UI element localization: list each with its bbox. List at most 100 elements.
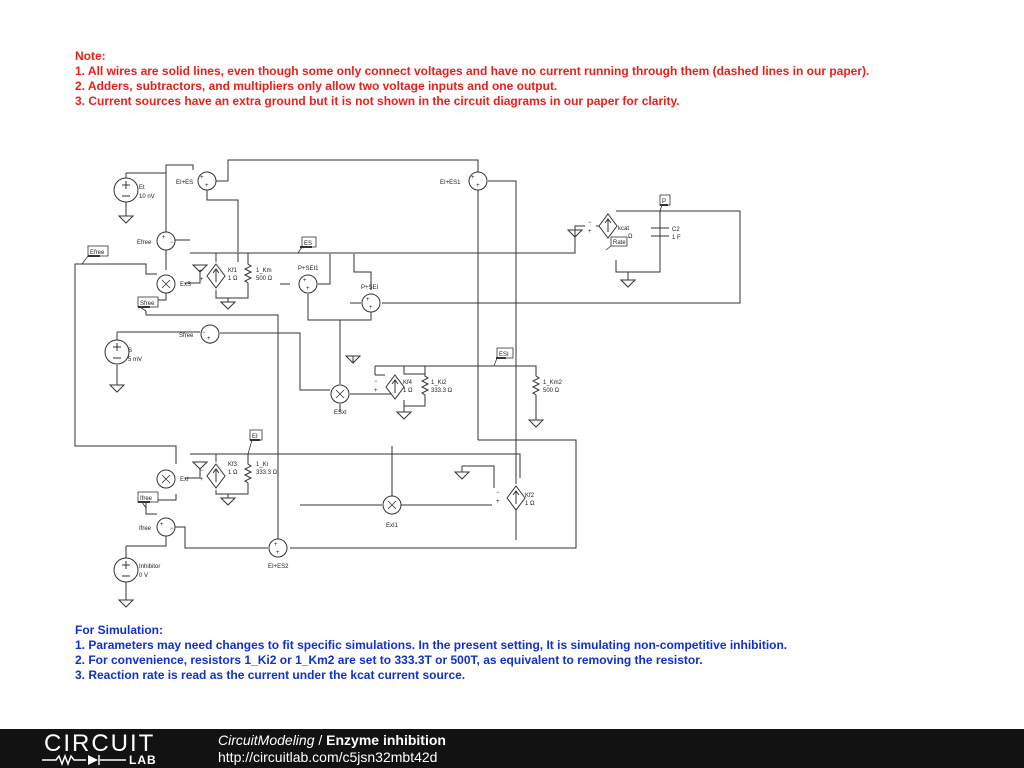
footer-bar: CIRCUIT LAB CircuitModeling / Enzyme inh…: [0, 729, 1024, 768]
ground-symbols: [108, 215, 637, 608]
flag-text-esi: ESI: [499, 352, 509, 358]
block-signs: [161, 279, 397, 510]
resistor-1-km2: [531, 374, 541, 400]
svg-text:+: +: [200, 477, 204, 483]
flag-text-sfree: Sfree: [140, 301, 155, 307]
label-kf1-value: 1 Ω: [228, 276, 238, 282]
voltage-source-et: [113, 177, 139, 203]
label-esxi: ESxI: [334, 410, 347, 416]
flag-text-es: ES: [304, 241, 312, 247]
label-s-value: 5 mV: [128, 357, 142, 363]
label-1-ki: 1_Ki: [256, 462, 268, 468]
flag-text-rate: Rate: [613, 240, 626, 246]
svg-text:−: −: [200, 268, 204, 274]
label-kf4: Kf4: [403, 380, 413, 386]
label-c2-value: 1 F: [672, 235, 681, 241]
current-source-kf1: −+: [200, 263, 226, 289]
simulation-item: 2. For convenience, resistors 1_Ki2 or 1…: [75, 653, 703, 667]
label-ifree: Ifree: [139, 526, 152, 532]
label-kcat: kcat: [618, 226, 629, 232]
simulation-block: For Simulation: 1. Parameters may need c…: [75, 623, 1005, 683]
project-name[interactable]: CircuitModeling: [218, 732, 315, 748]
svg-text:+: +: [207, 336, 211, 342]
label-1-km: 1_Km: [256, 268, 272, 274]
label-1-km-value: 500 Ω: [256, 276, 273, 282]
label-s: S: [128, 348, 132, 354]
label-1-ki2-value: 333.3 Ω: [431, 388, 453, 394]
label-exi1: ExI1: [386, 523, 399, 529]
svg-text:+: +: [476, 183, 480, 189]
resistors: [243, 262, 541, 486]
circuit-url[interactable]: http://circuitlab.com/c5jsn32mbt42d: [218, 749, 438, 765]
label-1-ki-value: 333.3 Ω: [256, 470, 278, 476]
adder-ei-es2: [268, 538, 288, 558]
block-sign-text: ++ ++ +− ++ ++ −+ +− ++: [160, 175, 480, 556]
circuitlab-logo-lab: LAB: [129, 753, 157, 767]
flag-ifree: [137, 491, 159, 509]
svg-text:−: −: [170, 240, 174, 246]
label-kf4-value: 1 Ω: [403, 388, 413, 394]
label-1-ki2: 1_Ki2: [431, 380, 447, 386]
svg-text:+: +: [303, 278, 307, 284]
svg-text:−: −: [496, 490, 500, 496]
flag-ei: [247, 429, 263, 455]
label-c2: C2: [672, 227, 680, 233]
label-kf3: Kf3: [228, 462, 238, 468]
label-exs: ExS: [180, 282, 191, 288]
svg-text:+: +: [160, 522, 164, 528]
current-sources: −+ −+ −+ −+ −+: [200, 213, 618, 511]
label-et: Et: [139, 185, 145, 191]
simulation-item: 3. Reaction rate is read as the current …: [75, 668, 466, 682]
label-1-km2-value: 500 Ω: [543, 388, 560, 394]
svg-text:−: −: [202, 330, 206, 336]
resistor-1-ki: [243, 462, 253, 486]
svg-text:−: −: [374, 379, 378, 385]
note-item: 1. All wires are solid lines, even thoug…: [75, 64, 870, 78]
adder-ei-es: [197, 171, 217, 191]
svg-text:+: +: [200, 175, 204, 181]
flag-esi: [493, 347, 514, 367]
label-kcat-value: Ω: [628, 234, 633, 240]
svg-text:−: −: [170, 526, 174, 532]
function-blocks: [156, 171, 488, 558]
label-p-sei1: P+SEI1: [298, 266, 319, 272]
label-ei-es2: EI+ES2: [268, 564, 289, 570]
label-et-value: 10 nV: [139, 194, 155, 200]
flag-p: [659, 194, 671, 212]
capacitor-c2: [651, 227, 669, 237]
adder-p-sei: [361, 293, 381, 313]
label-efree: Efree: [137, 240, 152, 246]
resistor-1-km: [243, 262, 253, 288]
svg-text:−: −: [200, 468, 204, 474]
label-1-km2: 1_Km2: [543, 380, 563, 386]
svg-text:+: +: [366, 297, 370, 303]
flag-text-ifree: Ifree: [140, 496, 153, 502]
svg-text:+: +: [369, 305, 373, 311]
current-source-kf2: −+: [496, 485, 526, 511]
svg-text:+: +: [306, 286, 310, 292]
svg-text:+: +: [274, 542, 278, 548]
resistor-1-ki2: [420, 366, 430, 400]
notes-block: Note: 1. All wires are solid lines, even…: [75, 49, 1005, 109]
svg-text:+: +: [588, 229, 592, 235]
adder-p-sei1: [298, 274, 318, 294]
flag-text-efree: Efree: [90, 250, 105, 256]
circuitlab-logo[interactable]: CIRCUIT: [44, 730, 156, 757]
label-kf2-value: 1 Ω: [525, 501, 535, 507]
svg-text:+: +: [496, 499, 500, 505]
svg-text:+: +: [205, 183, 209, 189]
footer-title: CircuitModeling / Enzyme inhibition: [218, 732, 446, 748]
note-item: 2. Adders, subtractors, and multipliers …: [75, 79, 558, 93]
subtractor-efree: [156, 231, 176, 251]
simulation-item: 1. Parameters may need changes to fit sp…: [75, 638, 788, 652]
current-source-kf4: −+: [374, 374, 405, 400]
current-source-kf3: −+: [200, 463, 226, 489]
svg-text:+: +: [200, 277, 204, 283]
label-sfree: Sfree: [179, 333, 194, 339]
svg-text:+: +: [374, 388, 378, 394]
circuit-diagram: ++ ++ +− ++ ++ −+ +− ++ −+ −+ −+ −+: [74, 159, 741, 608]
label-exi: ExI: [180, 477, 189, 483]
label-inhibitor-value: 0 V: [139, 573, 148, 579]
notes-heading: Note:: [75, 49, 106, 63]
label-kf3-value: 1 Ω: [228, 470, 238, 476]
